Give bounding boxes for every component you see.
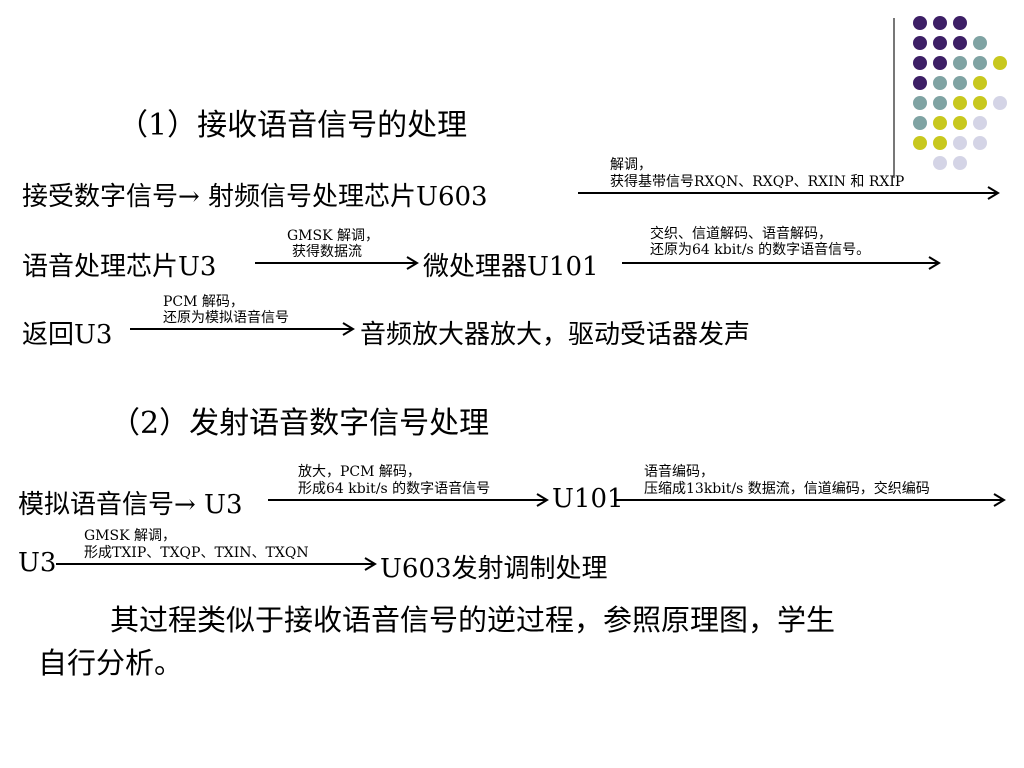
s2-row1-note2-line2: 压缩成13kbit/s 数据流，信道编码，交织编码 [644,481,930,497]
s2-row2-arrow [56,557,377,571]
summary-line1: 其过程类似于接收语音信号的逆过程，参照原理图，学生 [110,603,836,637]
decorative-dot [913,96,927,110]
decorative-dot [953,136,967,150]
s1-row1-arrow [578,186,1000,200]
s1-row3-note-line1: PCM 解码， [163,294,244,310]
s2-row1-mid-text: U101 [552,484,624,514]
s2-row2-note-line2: 形成TXIP、TXQP、TXIN、TXQN [84,545,309,561]
decorative-dot [913,16,927,30]
section2-heading: （2）发射语音数字信号处理 [110,406,490,441]
s2-row1-note1-line2: 形成64 kbit/s 的数字语音信号 [298,481,491,497]
s2-row2-note-line1: GMSK 解调， [84,528,177,544]
decorative-dot [933,156,947,170]
s1-row2-arrow1 [255,256,419,270]
s2-row1-note2-line1: 语音编码， [644,464,714,480]
decorative-dot [933,36,947,50]
decorative-dot [933,136,947,150]
decorative-dot [953,16,967,30]
decorative-dot [973,56,987,70]
decorative-dot [953,96,967,110]
decorative-dot [913,36,927,50]
decorative-dot [913,76,927,90]
decorative-vertical-line [893,18,895,178]
s1-row1-note-line2: 获得基带信号RXQN、RXQP、RXIN 和 RXIP [610,174,905,190]
decorative-dot [913,136,927,150]
s2-row1-arrow1 [268,493,549,507]
decorative-dot [973,136,987,150]
s1-row2-note2-line1: 交织、信道解码、语音解码， [650,226,832,242]
s1-row3-arrow [130,322,355,336]
s2-row1-note1-line1: 放大，PCM 解码， [298,464,421,480]
decorative-dot [973,36,987,50]
s1-row2-note1-line2: 获得数据流 [292,244,362,260]
s1-row2-left-text: 语音处理芯片U3 [22,252,217,282]
decorative-dot [913,56,927,70]
s1-row2-arrow2 [622,256,941,270]
decorative-dot [973,76,987,90]
decorative-dot [913,116,927,130]
decorative-dot [933,16,947,30]
section1-heading: （1）接收语音信号的处理 [118,108,468,143]
decorative-dot [933,96,947,110]
s1-row3-note-line2: 还原为模拟语音信号 [163,310,289,326]
decorative-dot [993,56,1007,70]
decorative-dot [953,116,967,130]
s2-row2-left-text: U3 [18,548,57,578]
summary-line2: 自行分析。 [38,646,184,680]
decorative-dot [933,116,947,130]
decorative-dot [953,56,967,70]
s2-row1-left-text: 模拟语音信号→ U3 [18,490,243,520]
s1-row2-mid-text: 微处理器U101 [423,252,599,282]
s2-row1-arrow2 [614,493,1006,507]
decorative-dot [953,36,967,50]
s1-row1-note-line1: 解调， [610,157,652,173]
s1-row2-note2-line2: 还原为64 kbit/s 的数字语音信号。 [650,242,871,258]
decorative-dot [953,156,967,170]
decorative-dot [953,76,967,90]
decorative-dot [973,96,987,110]
decorative-dot [933,56,947,70]
decorative-dot [993,96,1007,110]
s1-row2-note1-line1: GMSK 解调， [287,228,380,244]
s1-row1-left-text: 接受数字信号→ 射频信号处理芯片U603 [22,182,488,212]
s2-row2-right-text: U603发射调制处理 [380,554,608,584]
s1-row3-right-text: 音频放大器放大，驱动受话器发声 [360,320,751,350]
s1-row3-left-text: 返回U3 [22,320,113,350]
decorative-dot [933,76,947,90]
decorative-dot [973,116,987,130]
